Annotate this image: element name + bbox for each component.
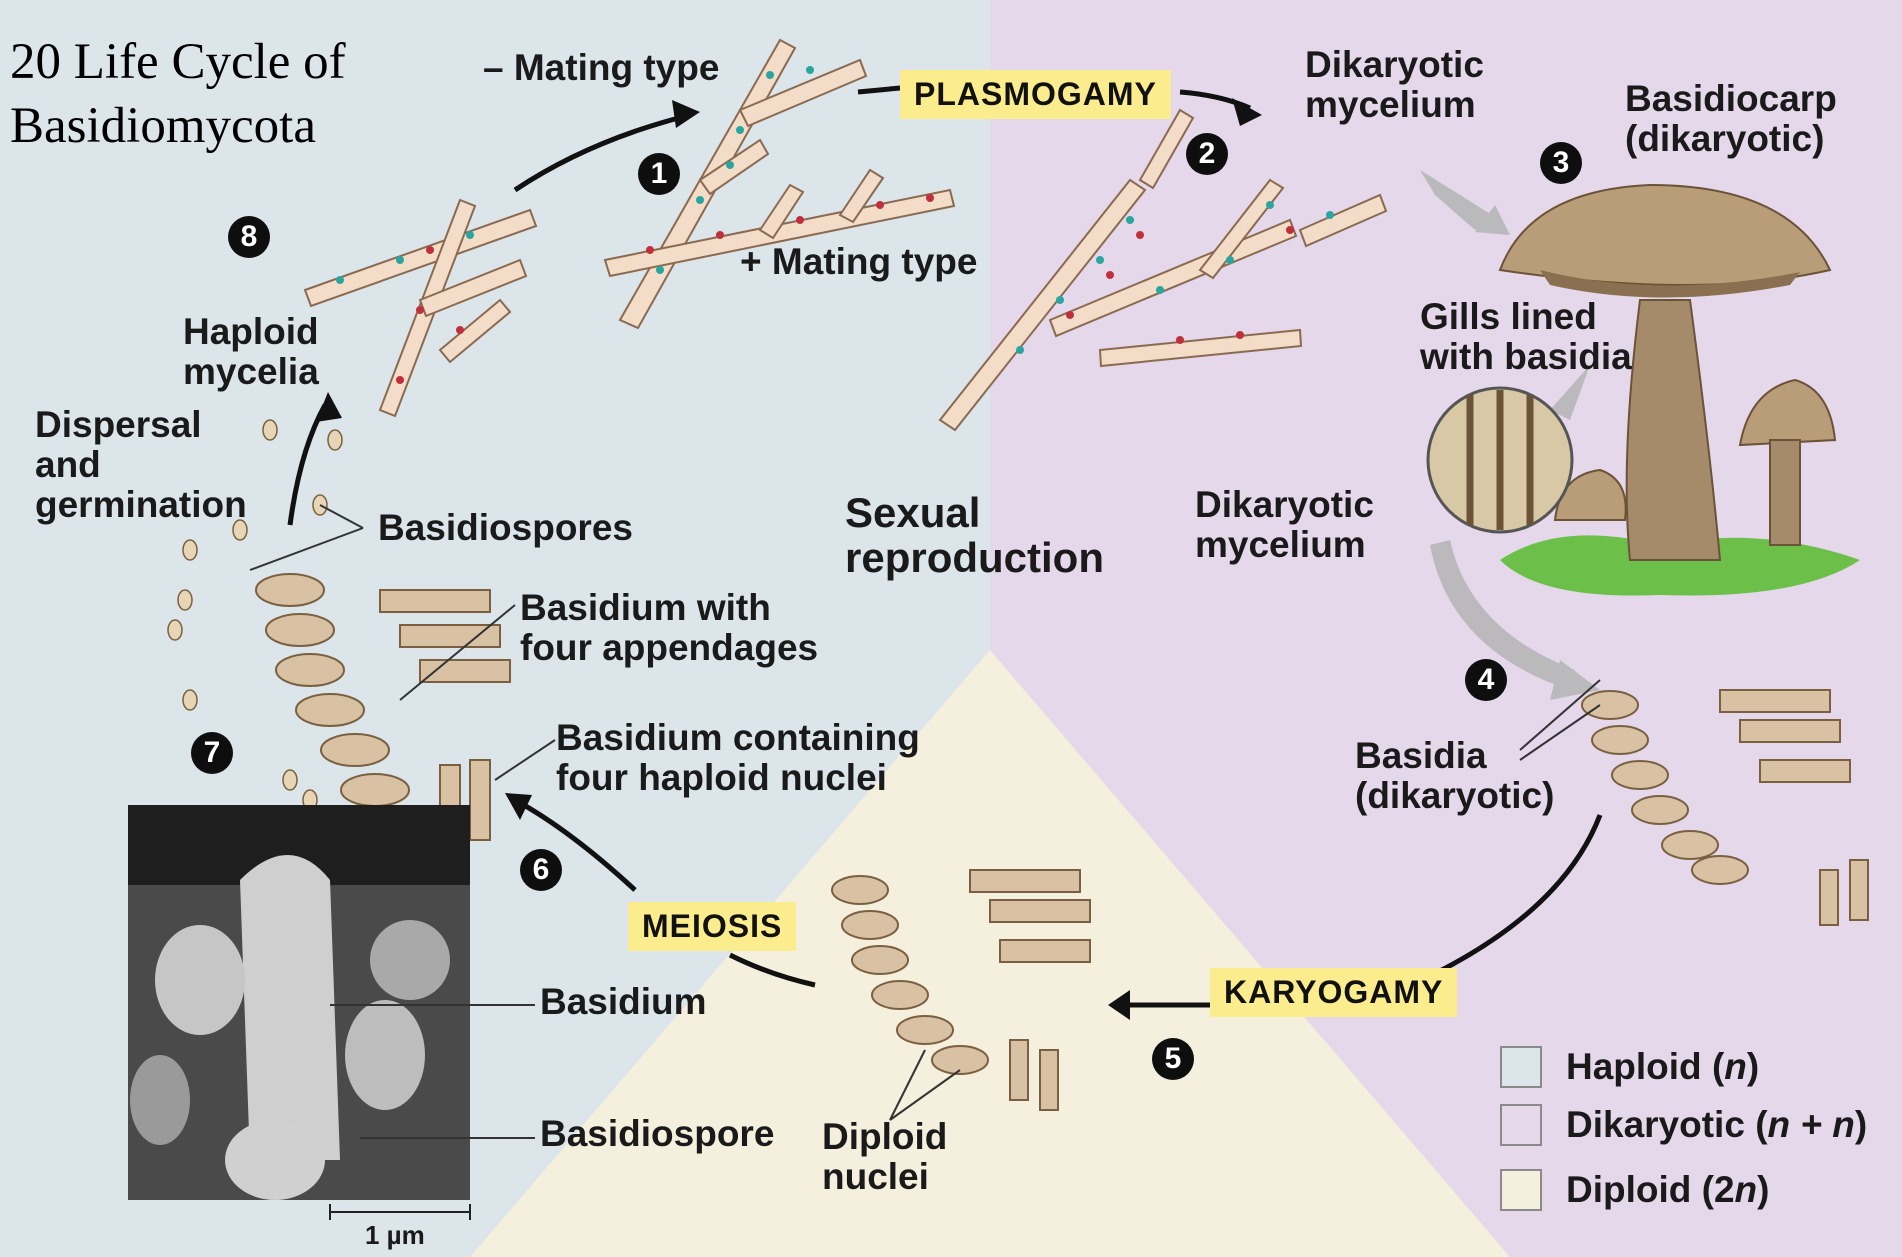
step-7-badge: 7 [191, 732, 233, 774]
dispersal-line3: germination [35, 484, 247, 525]
basidium-nuclei-line1: Basidium containing [556, 717, 920, 758]
basidium-appendages-line1: Basidium with [520, 587, 771, 628]
scale-bar-label: 1 µm [365, 1220, 425, 1250]
step-1-badge: 1 [638, 153, 680, 195]
legend-dikaryotic-label: Dikaryotic (n + n) [1566, 1104, 1867, 1146]
micrograph [128, 805, 470, 1200]
haploid-mycelia-line1: Haploid [183, 311, 319, 352]
basidiocarp-line1: Basidiocarp [1625, 78, 1837, 119]
gills-label-line2: with basidia [1420, 336, 1632, 377]
basidiospores-label: Basidiospores [378, 507, 633, 548]
basidiocarp-line2: (dikaryotic) [1625, 118, 1824, 159]
diploid-nuclei-line1: Diploid [822, 1116, 947, 1157]
legend-diploid-swatch [1500, 1169, 1542, 1211]
meiosis-label: MEIOSIS [628, 902, 796, 951]
step-4-badge: 4 [1465, 659, 1507, 701]
dispersal-line1: Dispersal [35, 404, 202, 445]
step-6-badge: 6 [520, 849, 562, 891]
diploid-nuclei-line2: nuclei [822, 1156, 929, 1197]
legend-haploid-swatch [1500, 1046, 1542, 1088]
legend-dikaryotic: Dikaryotic (n + n) [1500, 1101, 1867, 1149]
legend-haploid-label: Haploid (n) [1566, 1046, 1759, 1088]
micrograph-basidium-label: Basidium [540, 981, 707, 1022]
dikaryotic-mycelium-mid-line2: mycelium [1195, 524, 1366, 565]
step-2-badge: 2 [1186, 133, 1228, 175]
step-8-badge: 8 [228, 216, 270, 258]
center-label-line1: Sexual [845, 488, 980, 538]
step-3-badge: 3 [1540, 142, 1582, 184]
haploid-mycelia-line2: mycelia [183, 351, 319, 392]
plus-mating-type-label: + Mating type [740, 241, 977, 282]
plasmogamy-label: PLASMOGAMY [900, 70, 1171, 119]
dispersal-line2: and [35, 444, 101, 485]
center-label-line2: reproduction [845, 533, 1104, 583]
legend-haploid: Haploid (n) [1500, 1043, 1759, 1091]
dikaryotic-mycelium-top-line1: Dikaryotic [1305, 44, 1484, 85]
legend-dikaryotic-swatch [1500, 1104, 1542, 1146]
page-title: 20 Life Cycle of Basidiomycota [10, 30, 430, 158]
dikaryotic-mycelium-top-line2: mycelium [1305, 84, 1476, 125]
basidia-label-line2: (dikaryotic) [1355, 775, 1554, 816]
step-5-badge: 5 [1152, 1038, 1194, 1080]
micrograph-basidiospore-label: Basidiospore [540, 1113, 774, 1154]
basidium-nuclei-line2: four haploid nuclei [556, 757, 887, 798]
legend-diploid-label: Diploid (2n) [1566, 1169, 1769, 1211]
basidia-label-line1: Basidia [1355, 735, 1487, 776]
basidium-appendages-line2: four appendages [520, 627, 818, 668]
karyogamy-label: KARYOGAMY [1210, 968, 1457, 1017]
minus-mating-type-label: – Mating type [483, 47, 719, 88]
gills-label-line1: Gills lined [1420, 296, 1597, 337]
dikaryotic-mycelium-mid-line1: Dikaryotic [1195, 484, 1374, 525]
legend-diploid: Diploid (2n) [1500, 1166, 1769, 1214]
